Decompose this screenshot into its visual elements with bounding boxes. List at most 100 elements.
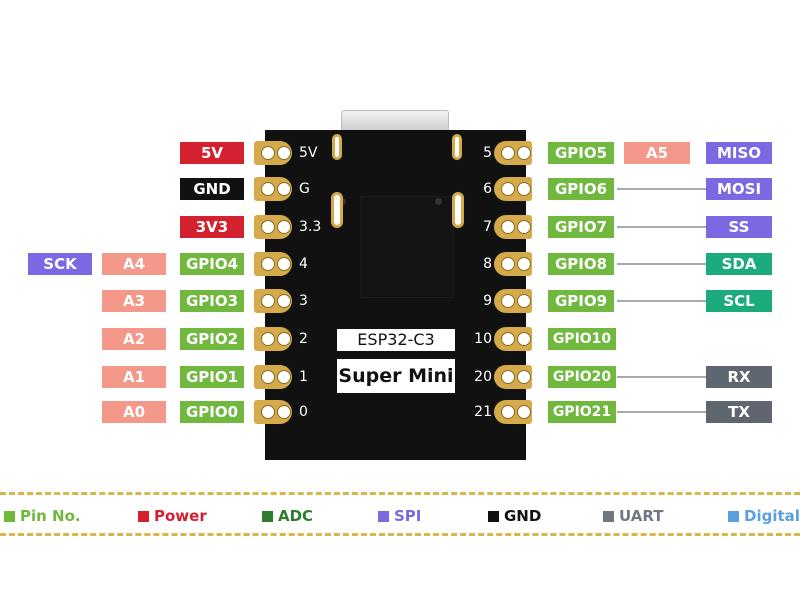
board-pcb <box>265 130 526 460</box>
pin-pad <box>254 215 292 239</box>
pin-number: G <box>299 181 310 197</box>
pin-label-spi: SS <box>706 216 772 238</box>
pin-hole <box>261 332 275 346</box>
pin-hole <box>517 294 531 308</box>
pin-label-pin: GPIO10 <box>548 328 616 350</box>
pin-hole <box>277 220 291 234</box>
pin-label-pin: GPIO4 <box>180 253 244 275</box>
pin-pad <box>254 177 292 201</box>
legend-label: Power <box>154 507 207 525</box>
pin-number: 2 <box>299 331 308 347</box>
pin-label-spi: MOSI <box>706 178 772 200</box>
legend-label: SPI <box>394 507 422 525</box>
pin-hole <box>517 370 531 384</box>
pin-hole <box>501 332 515 346</box>
led-dot <box>435 198 442 205</box>
pin-hole <box>261 370 275 384</box>
legend-item: Pin No. <box>4 507 81 525</box>
pin-hole <box>261 405 275 419</box>
pin-label-uart: TX <box>706 401 772 423</box>
pin-label-adc: A5 <box>624 142 690 164</box>
legend-label: UART <box>619 507 664 525</box>
legend-label: Pin No. <box>20 507 81 525</box>
pin-hole <box>277 146 291 160</box>
usb-shield-slot <box>452 134 462 160</box>
pin-hole <box>517 220 531 234</box>
pin-pad <box>494 289 532 313</box>
pin-hole <box>277 370 291 384</box>
pin-hole <box>501 405 515 419</box>
pin-pad <box>494 141 532 165</box>
pin-number: 1 <box>299 369 308 385</box>
pin-hole <box>277 294 291 308</box>
pin-label-i2c: SDA <box>706 253 772 275</box>
pin-label-uart: RX <box>706 366 772 388</box>
pin-number: 21 <box>474 404 492 420</box>
pin-hole <box>261 220 275 234</box>
legend-item: Digital <box>728 507 800 525</box>
pin-label-pin: GPIO0 <box>180 401 244 423</box>
pin-hole <box>501 182 515 196</box>
pin-label-gnd: GND <box>180 178 244 200</box>
pin-label-pin: GPIO1 <box>180 366 244 388</box>
legend-item: GND <box>488 507 541 525</box>
pin-label-pin: GPIO2 <box>180 328 244 350</box>
legend-item: ADC <box>262 507 313 525</box>
usb-c-connector <box>341 110 449 133</box>
usb-shield-slot <box>332 134 342 160</box>
legend-swatch <box>262 511 273 522</box>
pin-hole <box>501 370 515 384</box>
pin-pad <box>494 365 532 389</box>
pin-hole <box>517 332 531 346</box>
pin-hole <box>517 182 531 196</box>
chip-outline <box>360 196 454 298</box>
legend-item: SPI <box>378 507 421 525</box>
legend-swatch <box>488 511 499 522</box>
pin-number: 0 <box>299 404 308 420</box>
pin-label-pin: GPIO6 <box>548 178 614 200</box>
pin-hole <box>517 146 531 160</box>
board-subtitle: Super Mini <box>337 359 455 393</box>
pin-hole <box>517 257 531 271</box>
pin-label-adc: A0 <box>102 401 166 423</box>
pin-number: 4 <box>299 256 308 272</box>
pin-number: 9 <box>483 293 492 309</box>
board-name: ESP32-C3 <box>337 329 455 351</box>
pin-pad <box>494 400 532 424</box>
legend-label: GND <box>504 507 542 525</box>
pin-pad <box>254 141 292 165</box>
pin-pad <box>494 215 532 239</box>
pin-hole <box>261 146 275 160</box>
pin-hole <box>277 182 291 196</box>
pin-label-power: 5V <box>180 142 244 164</box>
legend-swatch <box>378 511 389 522</box>
legend-item: Power <box>138 507 207 525</box>
pin-label-pin: GPIO20 <box>548 366 616 388</box>
legend-label: ADC <box>278 507 314 525</box>
pin-hole <box>501 220 515 234</box>
pin-number: 6 <box>483 181 492 197</box>
legend-border-bottom <box>0 533 800 536</box>
pin-label-i2c: SCL <box>706 290 772 312</box>
pin-hole <box>277 405 291 419</box>
pin-hole <box>261 294 275 308</box>
legend-swatch <box>603 511 614 522</box>
pin-pad <box>254 252 292 276</box>
pin-pad <box>254 327 292 351</box>
pin-pad <box>494 252 532 276</box>
pin-number: 10 <box>474 331 492 347</box>
pin-number: 5 <box>483 145 492 161</box>
pin-hole <box>501 257 515 271</box>
usb-shield-slot <box>452 192 464 228</box>
pin-number: 8 <box>483 256 492 272</box>
pin-number: 20 <box>474 369 492 385</box>
pin-pad <box>254 289 292 313</box>
pin-hole <box>501 294 515 308</box>
legend-item: UART <box>603 507 663 525</box>
pin-hole <box>277 332 291 346</box>
pin-label-pin: GPIO5 <box>548 142 614 164</box>
pin-number: 3.3 <box>299 219 322 235</box>
pin-number: 3 <box>299 293 308 309</box>
pin-label-adc: A2 <box>102 328 166 350</box>
